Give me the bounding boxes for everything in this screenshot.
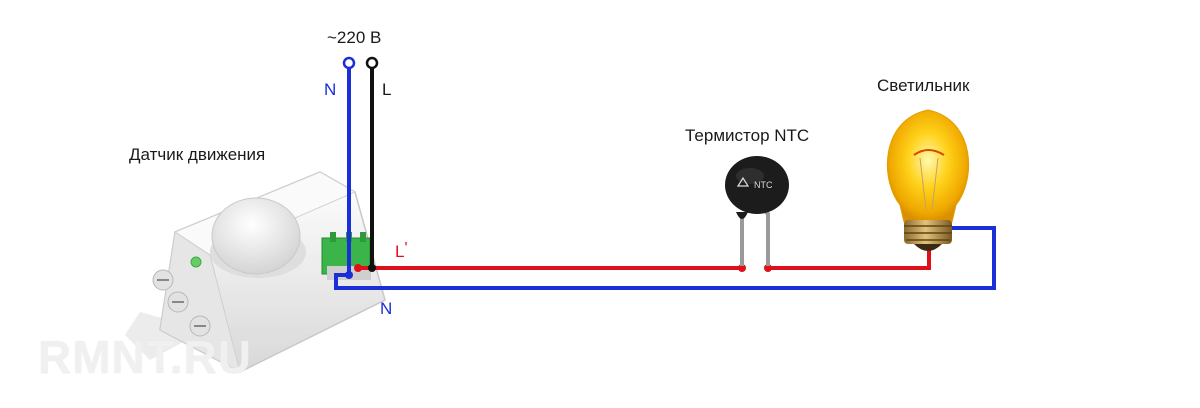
neutral-label-top: N	[324, 80, 337, 99]
sensor-label: Датчик движения	[129, 145, 266, 164]
thermistor-marking: NTC	[754, 180, 773, 190]
line-terminal	[365, 56, 379, 70]
thermistor-label: Термистор NTC	[685, 126, 810, 145]
lamp-label: Светильник	[877, 76, 970, 95]
supply-voltage-label: ~220 В	[327, 28, 382, 47]
ntc-thermistor-icon: NTC	[725, 156, 789, 266]
junction-dot	[345, 271, 353, 279]
switched-line-mark: '	[404, 240, 408, 257]
motion-sensor-icon	[125, 171, 386, 373]
junction-dot	[354, 264, 362, 272]
light-bulb-icon	[886, 109, 970, 251]
neutral-label-bottom: N	[380, 299, 393, 318]
junction-dot	[368, 264, 376, 272]
line-label: L	[382, 80, 392, 99]
switched-line-wire	[358, 248, 931, 270]
switched-line-letter: L	[395, 242, 405, 261]
neutral-terminal	[342, 56, 356, 70]
watermark: RMNT.RU	[38, 331, 252, 383]
switched-line-label: L'	[395, 240, 408, 261]
